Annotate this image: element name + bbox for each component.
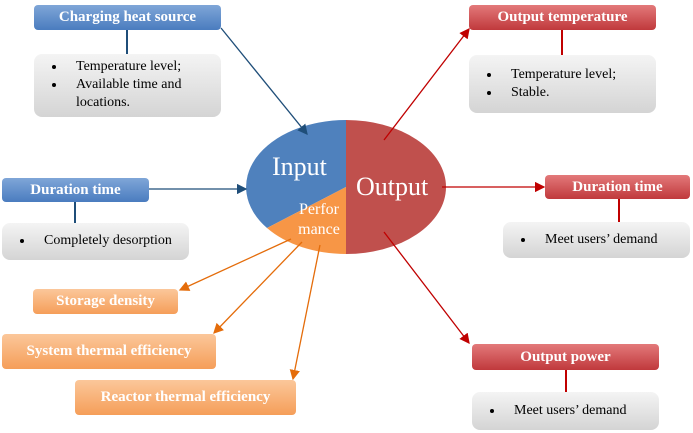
performance-label-line1: Perfor: [299, 201, 339, 218]
output-power-title: Output power: [472, 344, 659, 370]
output-duration-time-title: Duration time: [545, 175, 690, 199]
arrow-charging-to-input: [220, 27, 308, 136]
bullet-item: Temperature level;: [66, 58, 213, 76]
charging-heat-source-title: Charging heat source: [34, 5, 221, 30]
output-label: Output: [356, 172, 429, 201]
bullet-item: Meet users’ demand: [535, 231, 682, 249]
performance-sector: [267, 187, 346, 254]
arrow-reactor-efficiency: [289, 244, 321, 381]
input-sector: [246, 120, 346, 228]
output-temperature-title: Output temperature: [469, 5, 656, 30]
bullet-item: Stable.: [501, 84, 648, 102]
input-duration-details: Completely desorption: [2, 223, 189, 260]
bullet-item: Meet users’ demand: [504, 402, 651, 420]
performance-label-line2: mance: [298, 221, 340, 238]
bullet-item: Temperature level;: [501, 66, 648, 84]
arrow-storage-density: [178, 238, 292, 291]
system-thermal-efficiency-box: System thermal efficiency: [2, 334, 216, 369]
input-label: Input: [272, 152, 327, 181]
arrow-output-temperature: [383, 27, 470, 141]
arrow-system-efficiency: [213, 241, 303, 334]
charging-heat-source-details: Temperature level;Available time and loc…: [34, 54, 221, 117]
output-power-details: Meet users’ demand: [472, 392, 659, 430]
output-sector: [346, 120, 446, 254]
bullet-item: Completely desorption: [34, 232, 181, 250]
reactor-thermal-efficiency-box: Reactor thermal efficiency: [75, 380, 296, 415]
arrow-output-power: [383, 231, 470, 345]
performance-label: Perfor mance: [294, 200, 344, 240]
output-temperature-details: Temperature level;Stable.: [469, 55, 656, 113]
storage-density-box: Storage density: [33, 289, 178, 314]
bullet-item: Available time and locations.: [66, 76, 213, 112]
output-duration-details: Meet users’ demand: [503, 222, 690, 258]
input-duration-time-title: Duration time: [2, 178, 149, 202]
